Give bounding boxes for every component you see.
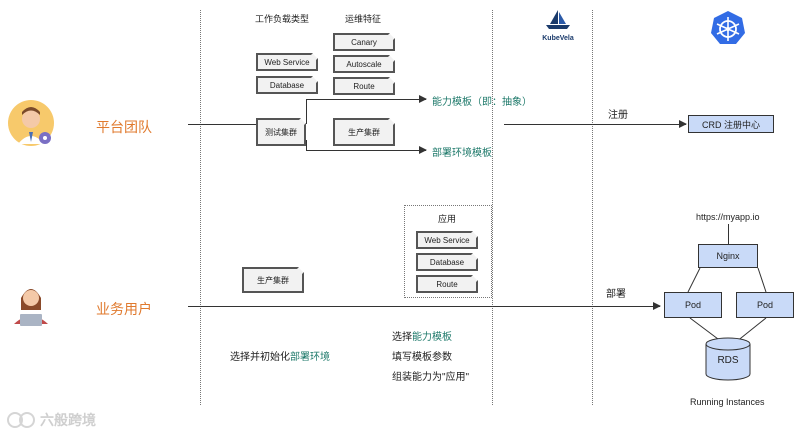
watermark-text: 六般跨境 <box>40 412 96 428</box>
env-template-label: 部署环境模板 <box>432 148 492 159</box>
app-route: Route <box>416 275 478 293</box>
platform-team-label: 平台团队 <box>96 119 152 135</box>
ops-traits-header: 运维特征 <box>345 14 382 24</box>
watermark-logo-icon <box>7 412 35 428</box>
deploy-label: 部署 <box>606 289 626 300</box>
arrow-env-template <box>306 146 427 154</box>
app-database: Database <box>416 253 478 271</box>
workload-types-header: 工作负载类型 <box>255 14 310 24</box>
separator-left <box>200 10 201 405</box>
separator-right <box>592 10 593 405</box>
step1-highlight: 能力模板 <box>412 332 452 343</box>
business-user-avatar <box>8 278 54 330</box>
register-label: 注册 <box>608 110 628 121</box>
init-env-step: 选择并初始化部署环境 <box>230 348 330 363</box>
kubernetes-helm-icon <box>711 11 745 44</box>
rds-database: RDS <box>704 337 752 381</box>
cluster-prod: 生产集群 <box>333 118 395 146</box>
application-box <box>404 205 492 298</box>
init-env-highlight: 部署环境 <box>290 352 330 363</box>
workload-web-service: Web Service <box>256 53 318 71</box>
kubevela-sail-icon <box>546 10 570 29</box>
kubernetes-logo <box>710 10 746 46</box>
crd-registry-box: CRD 注册中心 <box>688 115 774 133</box>
kubevela-logo: KubeVela <box>540 8 576 42</box>
app-url: https://myapp.io <box>696 212 760 222</box>
connector-up <box>306 99 307 124</box>
init-env-prefix: 选择并初始化 <box>230 352 290 363</box>
trait-canary: Canary <box>333 33 395 51</box>
pod-box-1: Pod <box>664 292 722 318</box>
step1-prefix: 选择 <box>392 332 412 343</box>
k8s-connectors <box>687 267 767 343</box>
user-cluster-prod: 生产集群 <box>242 267 304 293</box>
database-cylinder-icon <box>705 337 751 381</box>
connector-down <box>306 140 307 150</box>
step-assemble-app: 组装能力为"应用" <box>392 372 470 383</box>
platform-team-line <box>188 124 256 125</box>
step-fill-params: 填写模板参数 <box>392 352 452 363</box>
kubevela-label: KubeVela <box>542 35 574 42</box>
capability-template-label: 能力模板（即：抽象） <box>432 97 532 108</box>
application-title: 应用 <box>438 214 457 224</box>
trait-autoscale: Autoscale <box>333 55 395 73</box>
arrow-deploy <box>188 302 661 310</box>
nginx-box: Nginx <box>698 244 758 268</box>
arrow-register <box>504 120 687 128</box>
pod-box-2: Pod <box>736 292 794 318</box>
running-instances-label: Running Instances <box>690 397 765 407</box>
arrow-capability-template <box>306 95 427 103</box>
workload-database: Database <box>256 76 318 94</box>
step-select-template: 选择能力模板 <box>392 328 452 343</box>
business-user-label: 业务用户 <box>96 301 152 317</box>
rds-label: RDS <box>717 355 739 366</box>
watermark: 六般跨境 <box>6 410 96 430</box>
app-web-service: Web Service <box>416 231 478 249</box>
url-connector <box>728 224 729 244</box>
cluster-test: 测试集群 <box>256 118 306 146</box>
platform-team-avatar <box>6 98 56 148</box>
separator-middle <box>492 10 493 405</box>
trait-route: Route <box>333 77 395 95</box>
